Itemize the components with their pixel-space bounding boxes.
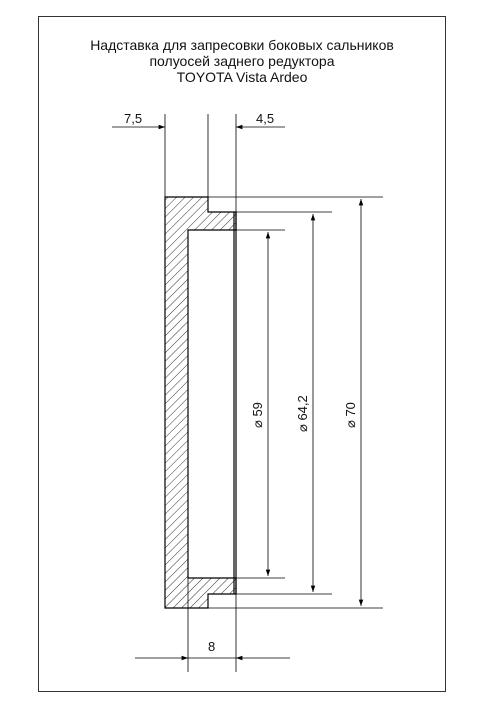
- title-line-3: TOYOTA Vista Ardeo: [176, 69, 308, 85]
- title-line-2: полуосей заднего редуктора: [149, 53, 335, 69]
- dim-label-dia-59: ⌀ 59: [250, 402, 265, 428]
- dim-label-dia-64-2: ⌀ 64,2: [295, 395, 310, 432]
- dim-label-dia-70: ⌀ 70: [343, 402, 358, 428]
- dim-label-8: 8: [208, 639, 215, 654]
- dim-label-4-5: 4,5: [256, 111, 274, 126]
- drawing-frame: [38, 16, 446, 692]
- part-section: [164, 196, 237, 609]
- dim-label-7-5: 7,5: [124, 111, 142, 126]
- drawing-title: Надставка для запресовки боковых сальник…: [38, 37, 446, 85]
- title-line-1: Надставка для запресовки боковых сальник…: [90, 37, 394, 53]
